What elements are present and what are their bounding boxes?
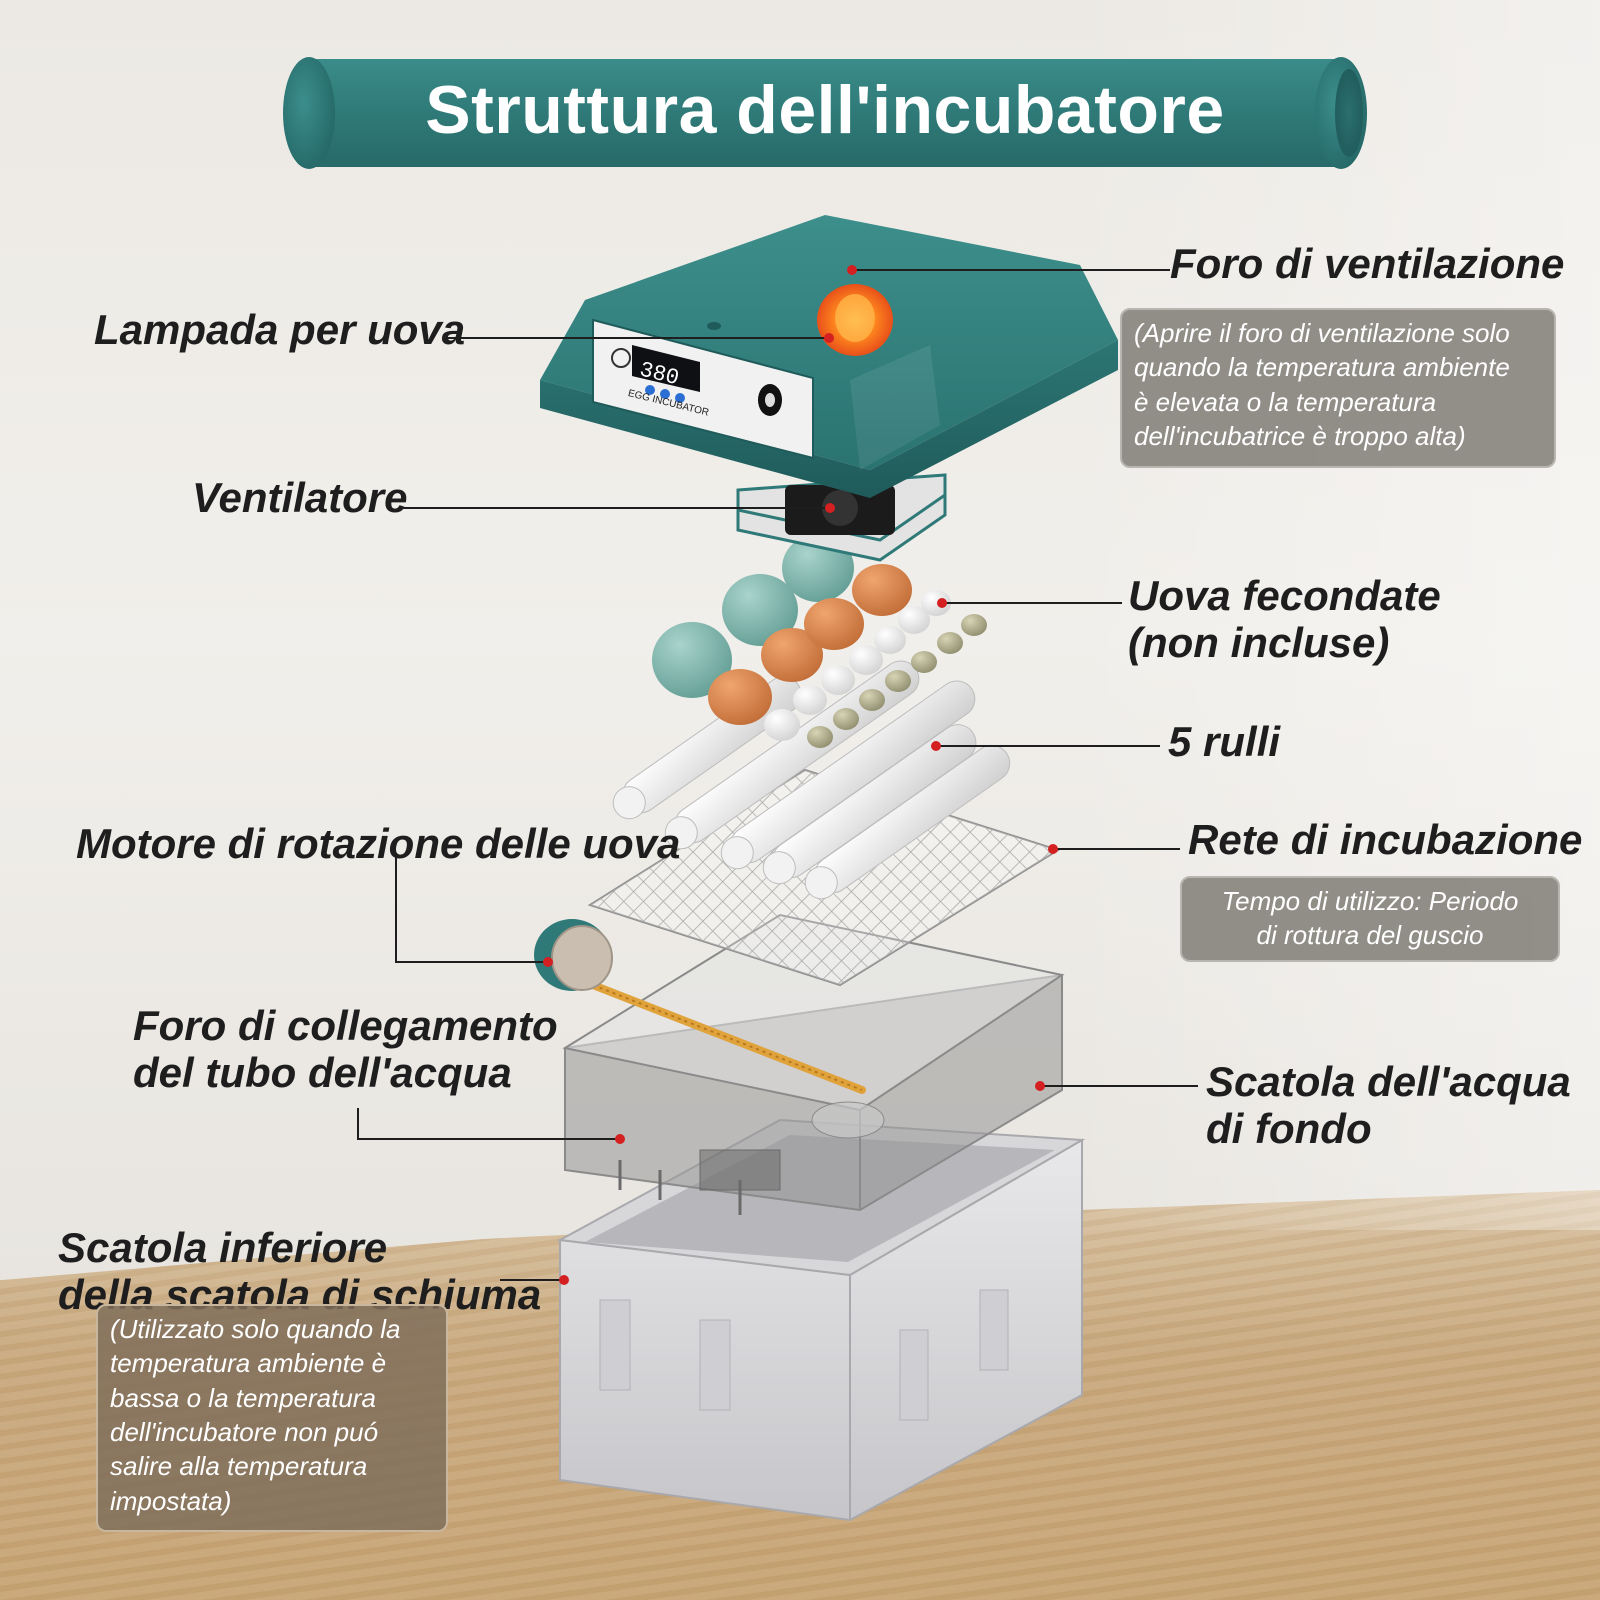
note-foam-line: dell'incubatore non puó [110,1416,379,1447]
note-net-line: di rottura del guscio [1256,920,1484,951]
note-vent-line: dell'incubatrice è troppo alta) [1134,420,1466,451]
incubator-lid: 380 EGG INCUBATOR [540,215,1118,498]
label-bottom-water-box-line2: di fondo [1206,1105,1372,1153]
page-title: Struttura dell'incubatore [425,72,1225,148]
rollers [612,660,1011,900]
pointer-dots [543,265,1058,1285]
wall-shading [1060,0,1600,1230]
water-box [562,913,1065,1215]
leader-hose [357,1108,620,1140]
note-vent-line: quando la temperatura ambiente [1134,352,1510,383]
label-fan: Ventilatore [192,474,408,521]
note-foam-line: temperatura ambiente è [110,1348,387,1379]
label-incubation-net: Rete di incubazione [1188,816,1583,863]
label-water-hose-hole-line2: del tubo dell'acqua [133,1049,512,1097]
label-bottom-water-box-line1: Scatola dell'acqua [1206,1058,1571,1105]
banner-left-cap [283,57,335,169]
note-foam-bottom-box: (Utilizzato solo quando la temperatura a… [96,1304,448,1532]
egg-turning-motor [534,919,866,1094]
note-vent-line: (Aprire il foro di ventilazione solo [1134,318,1510,348]
label-water-hose-hole: Foro di collegamento del tubo dell'acqua [133,1002,558,1096]
note-vent-hole: (Aprire il foro di ventilazione solo qua… [1120,308,1556,468]
leader-lines [357,269,1198,1281]
leader-motor [395,856,548,963]
banner-right-cap-inner [1335,69,1363,157]
fan [736,473,947,562]
label-foam-bottom-box-line1: Scatola inferiore [58,1224,388,1271]
note-foam-line: salire alla temperatura [110,1451,368,1482]
label-bottom-water-box: Scatola dell'acqua di fondo [1206,1058,1571,1152]
title-banner: Struttura dell'incubatore [283,57,1367,169]
label-egg-lamp: Lampada per uova [94,306,466,353]
label-rollers: 5 rulli [1168,718,1281,765]
label-fertilized-eggs-line2: (non incluse) [1128,619,1390,667]
label-water-hose-hole-line1: Foro di collegamento [133,1002,558,1049]
label-fertilized-eggs-line1: Uova fecondate [1128,572,1441,619]
note-net-line: Tempo di utilizzo: Periodo [1221,886,1519,916]
note-vent-line: è elevata o la temperatura [1134,386,1437,417]
banner-right-cap [1315,57,1367,169]
note-incubation-net: Tempo di utilizzo: Periodo di rottura de… [1180,876,1560,962]
note-foam-line: bassa o la temperatura [110,1382,376,1413]
banner-body [309,59,1341,167]
note-foam-line: (Utilizzato solo quando la [110,1314,401,1344]
label-turning-motor: Motore di rotazione delle uova [76,820,681,867]
label-vent-hole: Foro di ventilazione [1170,240,1565,287]
note-foam-line: impostata) [110,1485,232,1516]
eggs [652,534,987,748]
label-fertilized-eggs: Uova fecondate (non incluse) [1128,572,1441,666]
